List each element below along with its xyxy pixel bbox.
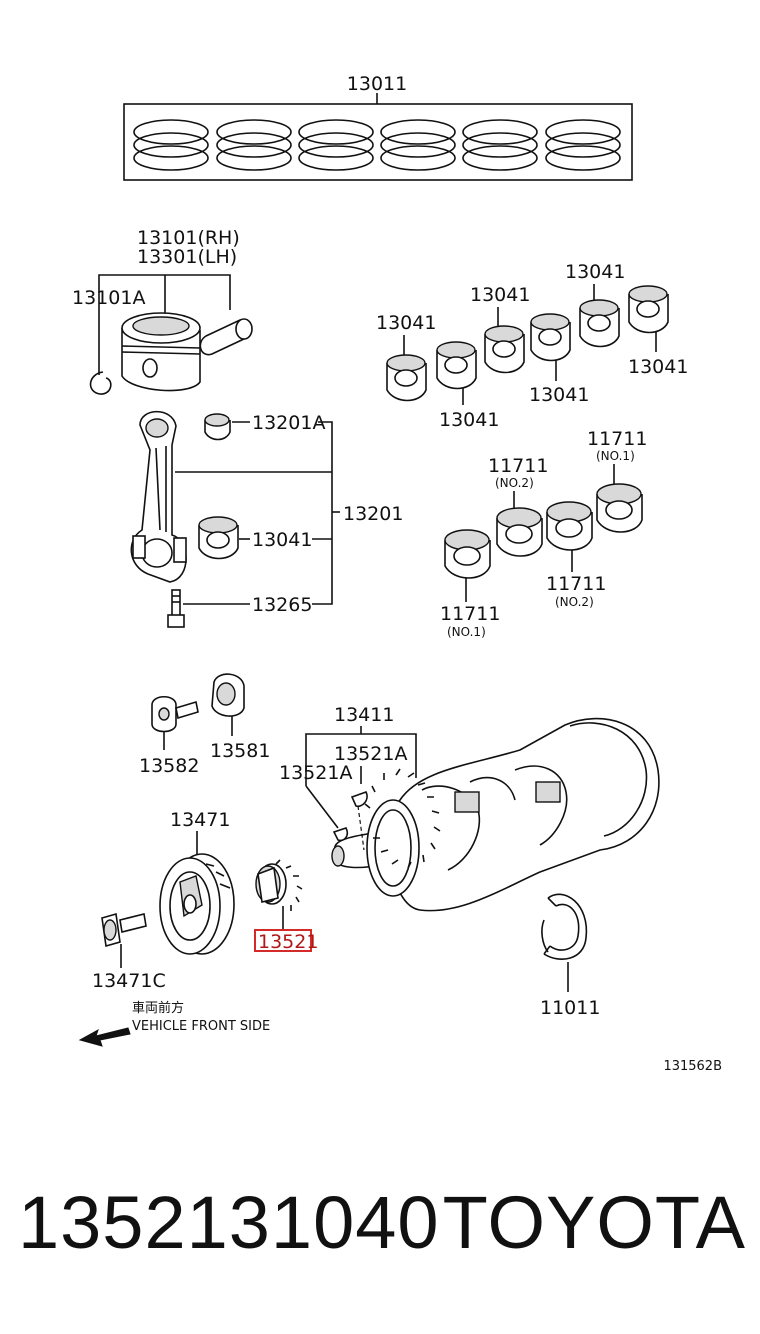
callout-11711-b: 11711 xyxy=(587,428,647,450)
pulley-assembly: 13471 13471C 13521 xyxy=(92,809,318,992)
main-bearing-3 xyxy=(546,501,593,551)
callout-11711-b-note: (NO.1) xyxy=(596,449,635,463)
callout-13201a: 13201A xyxy=(252,412,325,434)
ring-6 xyxy=(545,119,621,171)
pulley-bolt xyxy=(101,912,147,948)
main-bearing-1 xyxy=(444,529,491,579)
callout-13041-e: 13041 xyxy=(529,384,589,406)
callout-11711-d: 11711 xyxy=(440,603,500,625)
callout-13101-rh: 13101(RH) xyxy=(137,227,240,249)
crank-timing-gear xyxy=(255,859,303,911)
shell-bearing-6 xyxy=(628,285,669,334)
callout-13582: 13582 xyxy=(139,755,199,777)
main-bearing-4 xyxy=(596,483,643,533)
ring-2 xyxy=(216,119,292,171)
parts-diagram: 13011 13101(RH) 13301(LH) 13101A 13041 1… xyxy=(72,73,722,1074)
callout-13041-c: 13041 xyxy=(565,261,625,283)
thrust-washer xyxy=(541,893,588,960)
callout-11011: 11011 xyxy=(540,997,600,1019)
callout-13411: 13411 xyxy=(334,704,394,726)
sensor-parts: 13582 13581 xyxy=(139,673,270,777)
woodruff-key-2 xyxy=(332,827,349,842)
callout-13041-d: 13041 xyxy=(439,409,499,431)
crank-gear-highlight: 13521 xyxy=(254,929,318,953)
vehicle-front-indicator: 車両前方 VEHICLE FRONT SIDE xyxy=(78,1000,270,1047)
callout-13101a: 13101A xyxy=(72,287,145,309)
rod-bearing xyxy=(198,516,239,560)
shell-bearing-4 xyxy=(530,313,571,362)
crank-sprocket xyxy=(364,768,441,897)
bearing-group-upper: 13041 13041 13041 13041 13041 13041 xyxy=(376,261,688,431)
callout-11711-a-note: (NO.2) xyxy=(495,476,534,490)
piston-assembly: 13101(RH) 13301(LH) 13101A xyxy=(72,227,253,395)
callout-13301-lh: 13301(LH) xyxy=(137,246,237,268)
callout-13041-a: 13041 xyxy=(376,312,436,334)
callout-13521a-lower: 13521A xyxy=(279,762,352,784)
figure-id: 131562B xyxy=(663,1059,722,1074)
callout-13521a-upper: 13521A xyxy=(334,743,407,765)
woodruff-key-1 xyxy=(350,791,368,851)
front-arrow-icon xyxy=(78,1027,131,1047)
callout-11711-d-note: (NO.1) xyxy=(447,625,486,639)
ring-4 xyxy=(380,119,456,171)
ring-1 xyxy=(133,119,209,171)
callout-13041-b: 13041 xyxy=(470,284,530,306)
callout-13471c: 13471C xyxy=(92,970,166,992)
callout-13011: 13011 xyxy=(347,73,407,95)
main-bearing-group: 11711 (NO.2) 11711 (NO.1) 11711 (NO.2) 1… xyxy=(440,428,647,639)
part-number: 1352131040 xyxy=(18,1181,440,1264)
callout-13521: 13521 xyxy=(258,931,318,953)
callout-13041-f: 13041 xyxy=(628,356,688,378)
piston-ring-set: 13011 xyxy=(123,73,633,181)
piston-pin xyxy=(199,318,253,356)
snap-ring xyxy=(89,371,112,395)
callout-11711-c-note: (NO.2) xyxy=(555,595,594,609)
shell-bearing-5 xyxy=(579,299,620,348)
callout-13581: 13581 xyxy=(210,740,270,762)
connecting-rod-assembly: 13201A 13201 13041 13265 xyxy=(130,410,403,628)
direction-label-en: VEHICLE FRONT SIDE xyxy=(132,1019,270,1034)
crankshaft-assembly: 13411 13521A 13521A xyxy=(279,704,660,912)
shell-bearing-2 xyxy=(436,341,477,390)
callout-11711-a: 11711 xyxy=(488,455,548,477)
direction-label-jp: 車両前方 xyxy=(132,1000,184,1016)
ring-5 xyxy=(462,119,538,171)
callout-13041-rod: 13041 xyxy=(252,529,312,551)
callout-13201: 13201 xyxy=(343,503,403,525)
connecting-rod xyxy=(130,410,187,583)
highlight-box xyxy=(254,929,312,952)
sensor-bolt xyxy=(151,695,199,733)
callout-11711-c: 11711 xyxy=(546,573,606,595)
rod-bushing xyxy=(204,413,231,441)
main-bearing-2 xyxy=(496,507,543,557)
rod-bolt xyxy=(167,589,185,628)
crankshaft-pulley xyxy=(159,853,235,955)
shell-bearing-3 xyxy=(484,325,525,374)
shell-bearing-1 xyxy=(386,354,427,402)
sensor-plate xyxy=(211,673,245,717)
piston xyxy=(121,312,201,392)
thrust-washer-assembly: 11011 xyxy=(540,893,600,1019)
footer: 1352131040 TOYOTA xyxy=(0,1180,760,1290)
callout-13471: 13471 xyxy=(170,809,230,831)
ring-3 xyxy=(298,119,374,171)
brand-name: TOYOTA xyxy=(442,1181,746,1264)
callout-13265: 13265 xyxy=(252,594,312,616)
